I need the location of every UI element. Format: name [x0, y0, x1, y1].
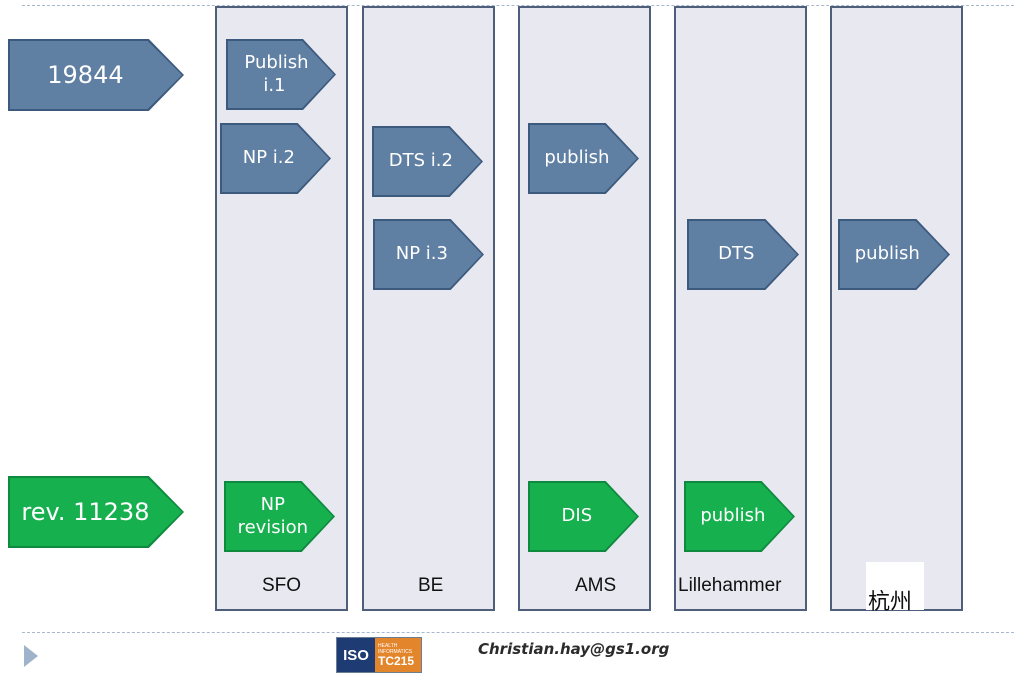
column-hangzhou — [830, 6, 963, 611]
step-sfo-publish: Publish i.1 — [226, 39, 336, 110]
step-sfo-np-revision: NP revision — [224, 481, 335, 552]
logo-health-text: HEALTH — [378, 642, 398, 649]
column-label-hangzhou: 杭州 — [868, 590, 913, 615]
step-sfo-np-text: NP i.2 — [242, 147, 295, 169]
footer-email: Christian.hay@gs1.org — [478, 640, 670, 658]
step-lillehammer-publish: publish — [684, 481, 795, 552]
step-ams-dis: DIS — [528, 481, 639, 552]
row-label-19844-text: 19844 — [47, 61, 124, 89]
step-ams-publish: publish — [528, 123, 639, 194]
logo-iso-text: ISO — [337, 638, 375, 672]
slide-bullet-icon — [24, 645, 38, 667]
step-hangzhou-publish: publish — [838, 219, 950, 290]
column-label-lillehammer: Lillehammer — [678, 575, 782, 596]
column-be — [362, 6, 495, 611]
logo-right-panel: HEALTH INFORMATICS TC215 — [375, 638, 421, 672]
row-label-rev-11238: rev. 11238 — [8, 476, 184, 548]
step-lillehammer-dts: DTS — [687, 219, 799, 290]
bottom-dashed-divider — [22, 632, 1014, 633]
step-sfo-np-revision-text: NP revision — [237, 494, 309, 538]
step-be-np-text: NP i.3 — [395, 243, 448, 265]
step-be-dts-text: DTS i.2 — [388, 150, 453, 172]
step-be-dts: DTS i.2 — [372, 126, 483, 197]
column-label-ams: AMS — [575, 575, 617, 596]
step-ams-dis-text: DIS — [561, 505, 593, 527]
top-dashed-divider — [22, 5, 1014, 6]
step-ams-publish-text: publish — [544, 147, 610, 169]
row-label-19844: 19844 — [8, 39, 184, 111]
logo-informatics-text: INFORMATICS — [378, 648, 413, 655]
row-label-rev-11238-text: rev. 11238 — [21, 498, 150, 526]
iso-tc215-logo: ISO HEALTH INFORMATICS TC215 — [336, 637, 422, 673]
column-label-sfo: SFO — [262, 575, 302, 596]
step-be-np: NP i.3 — [373, 219, 484, 290]
column-label-be: BE — [418, 575, 444, 596]
step-hangzhou-publish-text: publish — [854, 243, 920, 265]
step-sfo-np: NP i.2 — [220, 123, 331, 194]
hangzhou-label-background — [866, 562, 924, 610]
step-sfo-publish-text: Publish i.1 — [244, 52, 309, 96]
step-lillehammer-dts-text: DTS — [718, 243, 755, 265]
logo-tc215-text: TC215 — [378, 653, 415, 668]
step-lillehammer-publish-text: publish — [700, 505, 766, 527]
